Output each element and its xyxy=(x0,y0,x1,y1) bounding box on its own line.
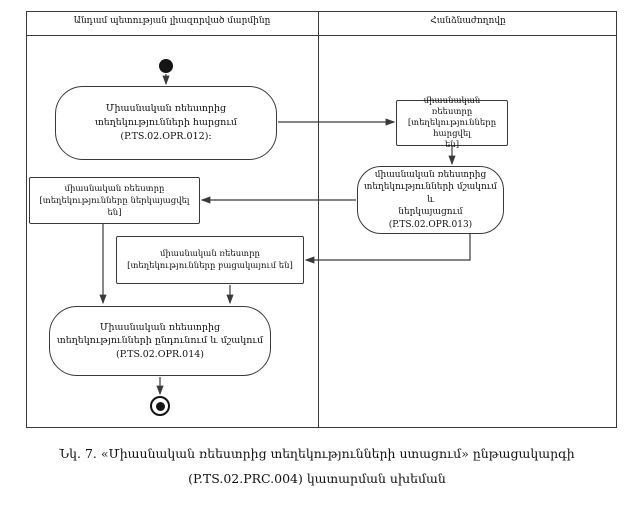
activity-receive-process-label: Միասնական ռեեստրից տեղեկությունների ընդո… xyxy=(57,321,263,362)
text-line: են] xyxy=(444,139,460,150)
object-register-requested-label: միասնական ռեեստրը [տեղեկությունները հարց… xyxy=(403,96,501,151)
figure-caption-line1: Նկ. 7. «Միասնական ռեեստրից տեղեկությունն… xyxy=(59,446,575,461)
text-line: (P.TS.02.OPR.012)։ xyxy=(120,131,212,142)
text-line: ներկայացում (P.TS.02.OPR.013) xyxy=(388,207,473,230)
text-line: (P.TS.02.OPR.014) xyxy=(115,348,205,360)
text-line: [տեղեկությունները ներկայացվել են] xyxy=(39,195,190,218)
text-line: տեղեկությունների մշակում և xyxy=(364,182,497,205)
text-line: միասնական ռեեստրը xyxy=(423,95,481,117)
text-line: միասնական ռեեստրից xyxy=(374,169,487,180)
activity-query-info-label: Միասնական ռեեստրից տեղեկությունների հարց… xyxy=(95,102,237,144)
text-line: [տեղեկությունները հարցվել xyxy=(407,117,497,139)
activity-process-present-label: միասնական ռեեստրից տեղեկությունների մշակ… xyxy=(364,169,497,232)
object-register-presented-label: միասնական ռեեստրը [տեղեկությունները ներկ… xyxy=(36,183,193,219)
text-line: Միասնական ռեեստրից xyxy=(99,321,221,333)
object-register-presented: միասնական ռեեստրը [տեղեկությունները ներկ… xyxy=(29,177,200,224)
object-register-requested: միասնական ռեեստրը [տեղեկությունները հարց… xyxy=(396,96,508,150)
diagram-frame xyxy=(26,11,617,428)
lane-title-commission: Հանձնաժողովը xyxy=(430,16,506,26)
activity-query-info: Միասնական ռեեստրից տեղեկությունների հարց… xyxy=(55,86,277,160)
figure-caption: Նկ. 7. «Միասնական ռեեստրից տեղեկությունն… xyxy=(0,446,634,496)
text-line: տեղեկությունների ընդունում և մշակում xyxy=(56,335,264,347)
lane-header-separator xyxy=(26,35,617,36)
start-node xyxy=(159,59,173,73)
swimlane-divider xyxy=(318,11,319,428)
text-line: միասնական ռեեստրը xyxy=(64,183,165,194)
text-line: միասնական ռեեստրը xyxy=(160,249,260,259)
object-register-missing-label: միասնական ռեեստրը [տեղեկությունները բացա… xyxy=(127,248,293,272)
activity-process-present: միասնական ռեեստրից տեղեկությունների մշակ… xyxy=(357,166,504,234)
activity-receive-process: Միասնական ռեեստրից տեղեկությունների ընդո… xyxy=(49,306,271,376)
end-node xyxy=(150,396,170,416)
text-line: Միասնական ռեեստրից xyxy=(105,103,227,114)
lane-title-member-state: Անդամ պետության լիազորված մարմինը xyxy=(73,16,271,26)
text-line: [տեղեկությունները բացակայում են] xyxy=(127,261,293,271)
figure-caption-line2: (P.TS.02.PRC.004) կատարման սխեման xyxy=(188,471,446,486)
text-line: տեղեկությունների հարցում xyxy=(94,117,238,128)
object-register-missing: միասնական ռեեստրը [տեղեկությունները բացա… xyxy=(116,236,304,284)
end-node-dot xyxy=(155,401,165,411)
